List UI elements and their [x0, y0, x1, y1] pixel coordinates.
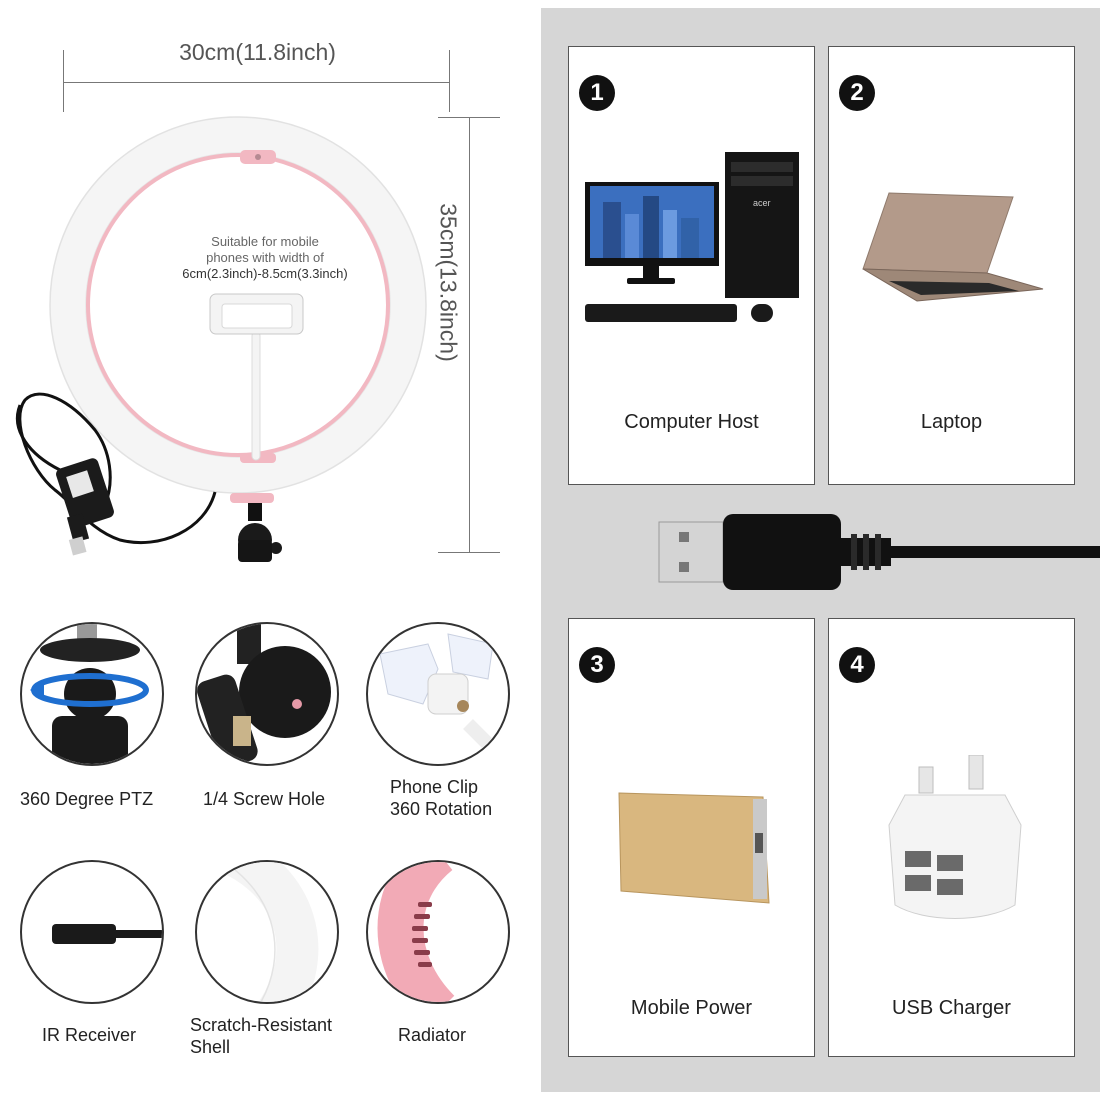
badge-3: 3: [579, 647, 615, 683]
feature-label-shell: Scratch-Resistant Shell: [190, 1015, 333, 1057]
laptop-icon: [862, 192, 1044, 302]
feature-label-ir-receiver: IR Receiver: [42, 1025, 137, 1045]
badge-1: 1: [579, 75, 615, 111]
phone-clip-icon: [379, 633, 508, 764]
phone-width-note: Suitable for mobile phones with width of…: [182, 234, 348, 281]
radiator-circle: [366, 860, 510, 1004]
height-dimension: 35cm(13.8inch): [436, 115, 508, 555]
usb-cable-icon: [658, 514, 1100, 590]
radiator-icon: [377, 862, 455, 1002]
card-label-computer-host: Computer Host: [624, 411, 759, 433]
computer-host-icon: acer: [585, 152, 799, 322]
feature-label-radiator: Radiator: [398, 1025, 467, 1045]
power-bank-icon: [618, 792, 770, 904]
usb-charger-icon: [888, 755, 1022, 919]
badge-4: 4: [839, 647, 875, 683]
card-label-usb-charger: USB Charger: [892, 997, 1011, 1019]
screw-hole-circle: [195, 622, 339, 766]
feature-label-phone-clip: Phone Clip 360 Rotation: [390, 777, 493, 819]
shell-icon: [217, 862, 319, 1002]
screw-hole-icon: [197, 624, 331, 764]
card-mobile-power: 3 Mobile Power: [568, 618, 815, 1057]
width-dimension: 30cm(11.8inch): [60, 35, 455, 115]
width-label: 30cm(11.8inch): [179, 39, 336, 65]
ir-receiver-circle: [20, 860, 164, 1004]
power-source-panel: 1 acer Computer Host 2: [541, 8, 1100, 1092]
card-computer-host: 1 acer Computer Host: [568, 46, 815, 485]
ring-light-image: [15, 116, 427, 562]
card-laptop: 2 Laptop: [828, 46, 1075, 485]
card-usb-charger: 4 USB Charger: [828, 618, 1075, 1057]
badge-2: 2: [839, 75, 875, 111]
monitor-brand: acer: [753, 198, 771, 208]
card-label-laptop: Laptop: [920, 411, 983, 433]
feature-label-ptz: 360 Degree PTZ: [20, 789, 154, 809]
shell-circle: [195, 860, 339, 1004]
feature-label-screw-hole: 1/4 Screw Hole: [203, 789, 326, 809]
ball-head-icon: [30, 624, 149, 764]
ptz-circle: [20, 622, 164, 766]
ir-receiver-icon: [52, 924, 162, 944]
card-label-mobile-power: Mobile Power: [630, 997, 753, 1019]
phone-clip-circle: [366, 622, 510, 766]
